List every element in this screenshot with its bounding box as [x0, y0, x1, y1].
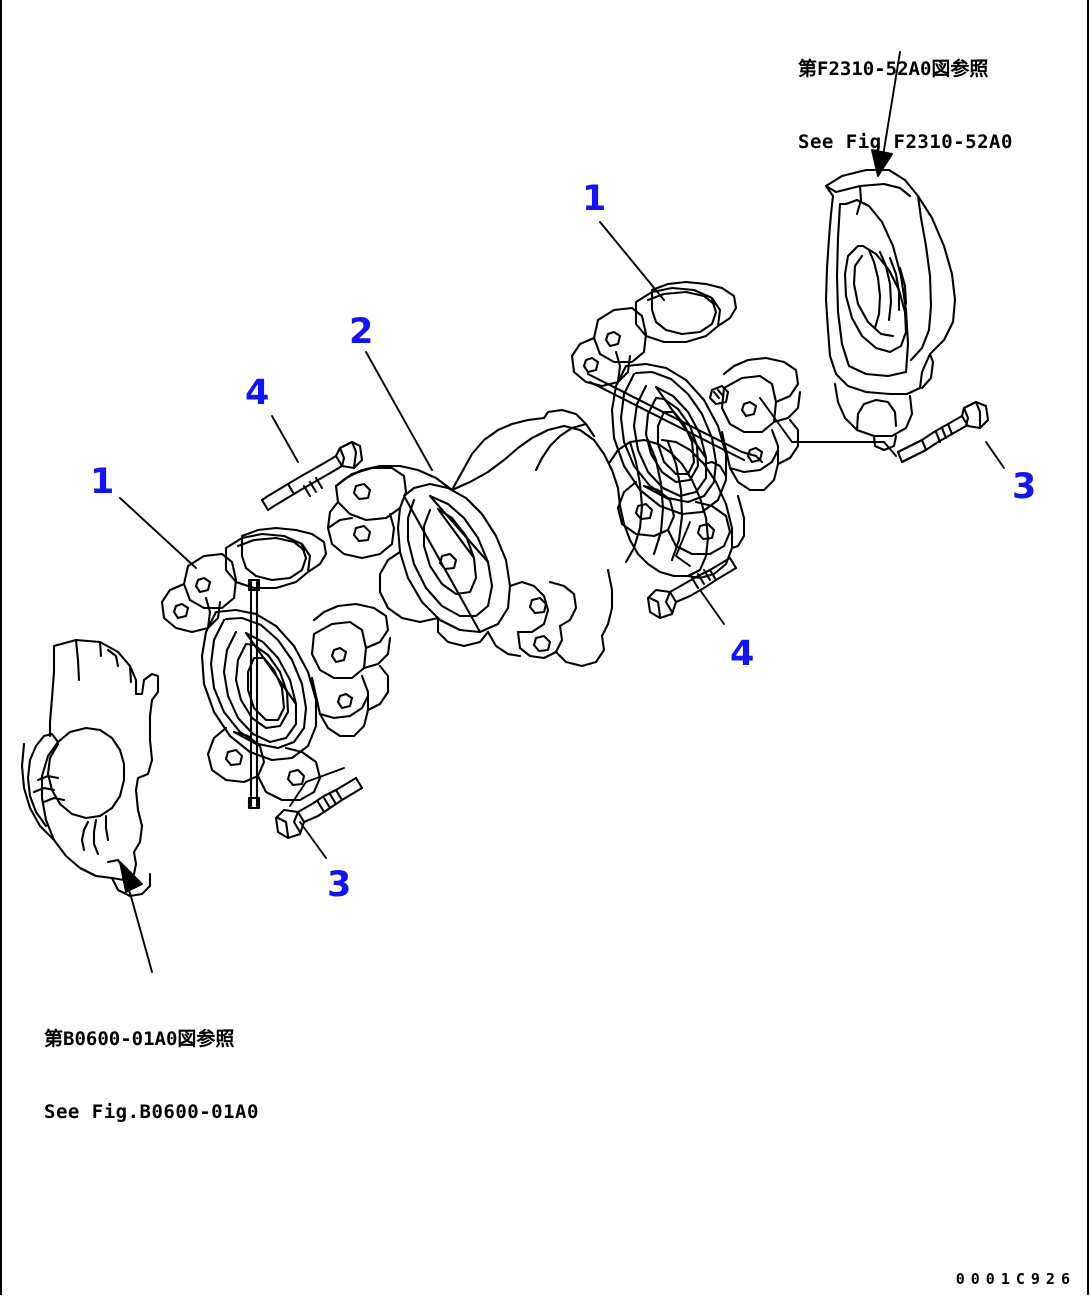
- reference-note-top-right-japanese: 第F2310-52A0図参照: [798, 57, 989, 80]
- reference-note-bottom-left-english: See Fig.B0600-01A0: [44, 1100, 259, 1123]
- reference-note-top-right-english: See Fig F2310-52A0: [798, 130, 1013, 153]
- lower-left-yoke-assembly: [160, 526, 392, 810]
- bolt-upper-left: [260, 440, 364, 512]
- callout-3-right: 3: [1012, 467, 1037, 507]
- callout-3-lower-left: 3: [327, 865, 352, 905]
- callout-4-lower: 4: [730, 634, 755, 674]
- upper-right-reference-housing: [824, 168, 957, 452]
- sheet-code: 0001C926: [955, 1270, 1076, 1288]
- reference-note-bottom-left-japanese: 第B0600-01A0図参照: [44, 1027, 235, 1050]
- callout-1-lower-left: 1: [90, 462, 115, 502]
- callout-2-center: 2: [349, 312, 374, 352]
- lower-left-reference-housing: [20, 638, 160, 898]
- center-spider-yoke: [326, 408, 746, 668]
- callout-1-upper: 1: [582, 179, 607, 219]
- bolt-lower-center: [646, 556, 738, 620]
- bolt-right: [896, 400, 990, 464]
- leader-lines: [119, 51, 1005, 973]
- bolt-lower-left: [274, 776, 364, 840]
- upper-yoke-assembly: [570, 280, 802, 556]
- reference-note-bottom-left: 第B0600-01A0図参照 See Fig.B0600-01A0: [44, 978, 259, 1173]
- reference-note-top-right: 第F2310-52A0図参照 See Fig F2310-52A0: [798, 8, 1013, 203]
- callout-4-upper-left: 4: [245, 373, 270, 413]
